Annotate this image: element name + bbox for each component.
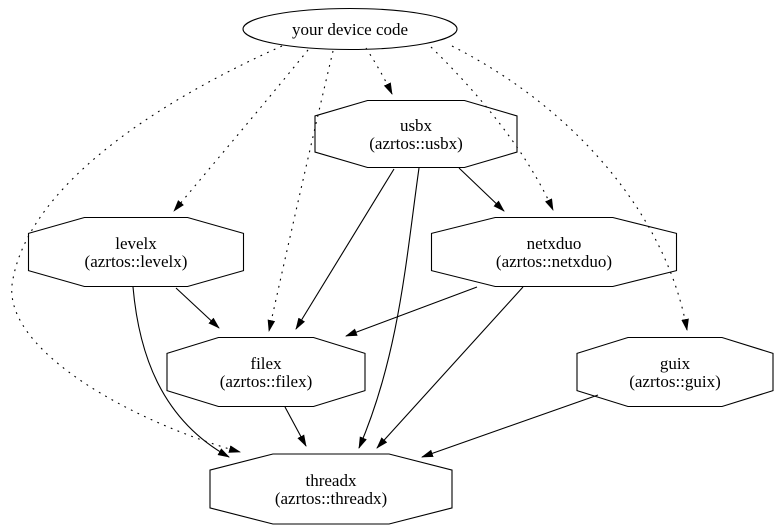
node-sublabel-usbx: (azrtos::usbx) [369,134,462,153]
edge-device-levelx [173,49,309,212]
node-shape-netxduo [430,216,678,288]
node-netxduo: netxduo(azrtos::netxduo) [430,216,678,288]
edge-device-guix [451,45,689,331]
node-filex: filex(azrtos::filex) [166,336,366,408]
edges-layer [11,45,689,458]
node-label-device: your device code [292,20,408,39]
edge-netxduo-threadx [376,286,524,449]
node-usbx: usbx(azrtos::usbx) [314,99,518,169]
node-label-levelx: levelx [115,234,157,253]
edge-device-threadx [11,45,283,453]
node-shape-levelx [27,216,245,288]
node-sublabel-filex: (azrtos::filex) [220,372,313,391]
edge-device-netxduo [430,46,554,211]
node-device: your device code [242,7,458,51]
node-threadx: threadx(azrtos::threadx) [209,453,453,525]
edge-usbx-threadx [358,167,420,449]
node-sublabel-netxduo: (azrtos::netxduo) [496,252,612,271]
node-levelx: levelx(azrtos::levelx) [27,216,245,288]
node-shape-guix [576,336,774,408]
node-sublabel-threadx: (azrtos::threadx) [275,489,387,508]
node-sublabel-levelx: (azrtos::levelx) [85,252,188,271]
node-shape-threadx [209,453,453,525]
node-shape-usbx [314,99,518,169]
edge-levelx-filex [175,287,220,329]
edge-device-usbx [365,47,393,95]
node-label-usbx: usbx [400,116,433,135]
edge-usbx-netxduo [458,167,505,212]
edge-filex-threadx [284,406,307,447]
node-shape-filex [166,336,366,408]
node-label-threadx: threadx [306,471,357,490]
edge-netxduo-filex [345,286,478,337]
node-label-netxduo: netxduo [527,234,582,253]
edge-usbx-filex [295,168,395,330]
node-label-filex: filex [250,354,282,373]
node-guix: guix(azrtos::guix) [576,336,774,408]
edge-levelx-threadx [132,286,230,458]
node-shape-device [242,7,458,51]
node-label-guix: guix [660,354,691,373]
node-sublabel-guix: (azrtos::guix) [629,372,721,391]
edge-guix-threadx [421,394,599,458]
nodes-layer: your device codeusbx(azrtos::usbx)levelx… [27,7,774,525]
edge-device-filex [267,50,334,332]
